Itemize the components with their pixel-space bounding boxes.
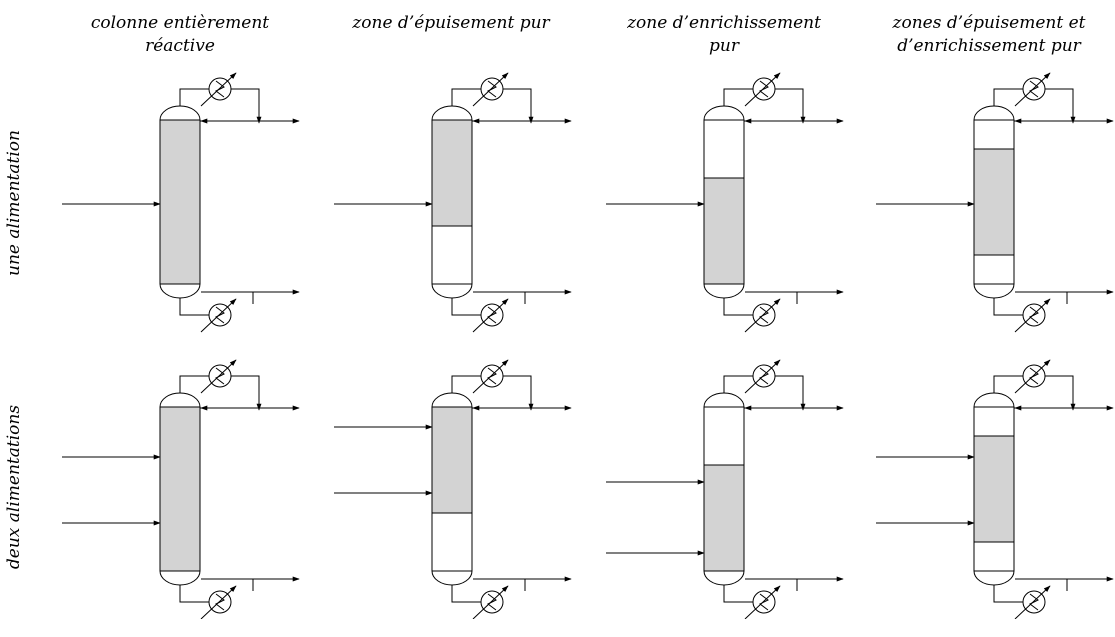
unit-r1-c1-reboiler-feed-line	[451, 585, 481, 603]
unit-r1-c3-reboiler-icon-coil	[1029, 593, 1039, 611]
unit-r0-c2-condensate-line	[775, 88, 806, 124]
unit-r1-c2-reboiler-feed-line	[723, 585, 753, 603]
unit-r1-c0-vapor-line	[179, 375, 209, 393]
unit-r1-c0-condenser-icon-flow-arrow	[200, 359, 237, 394]
unit-r0-c0-reboiler-feed-line	[179, 298, 209, 316]
unit-r1-c0-reboiler-icon-flow-arrow	[200, 585, 237, 619]
unit-r1-c2-reboiler-icon-flow-arrow	[744, 585, 781, 619]
unit-r0-c2-reboiler-feed-line	[723, 298, 753, 316]
unit-r0-c3-condenser-icon-flow-arrow	[1014, 72, 1051, 107]
reactive-distillation-diagram	[62, 72, 1114, 619]
unit-r0-c2-condenser-icon-coil	[759, 80, 769, 98]
unit-r1-c1-condenser-icon-coil	[487, 367, 497, 385]
unit-r1-c2-condenser-icon-coil	[759, 367, 769, 385]
unit-r0-c0-condensate-line	[231, 88, 262, 124]
unit-r0-c0-reboiler-icon-flow-arrow	[200, 298, 237, 333]
unit-r0-c2-reactive-zone	[704, 178, 744, 284]
unit-r1-c2-condensate-line	[775, 375, 806, 411]
unit-r1-c1-reboiler-icon-flow-arrow	[472, 585, 509, 619]
unit-r1-c3-condensate-line	[1045, 375, 1076, 411]
unit-r0-c2-reboiler-icon-flow-arrow	[744, 298, 781, 333]
unit-r0-c3-reactive-zone	[974, 149, 1014, 255]
unit-r1-c3-reactive-zone	[974, 436, 1014, 542]
unit-r1-c1-reactive-zone	[432, 407, 472, 513]
column-title-full-reactive: colonne entièrement réactive	[90, 13, 270, 56]
unit-r0-c2-condenser-icon-flow-arrow	[744, 72, 781, 107]
unit-r1-c1-vapor-line	[451, 375, 481, 393]
unit-r0-c1-condenser-icon-flow-arrow	[472, 72, 509, 107]
unit-r1-c3-reboiler-feed-line	[993, 585, 1023, 603]
unit-r1-c2-reactive-zone	[704, 465, 744, 571]
unit-r1-c1-condensate-line	[503, 375, 534, 411]
unit-r0-c3-vapor-line	[993, 88, 1023, 106]
unit-r1-c0-reboiler-feed-line	[179, 585, 209, 603]
unit-r0-c2-reboiler-icon-coil	[759, 306, 769, 324]
unit-r1-c0-reboiler-icon-coil	[215, 593, 225, 611]
unit-r0-c0-condenser-icon-flow-arrow	[200, 72, 237, 107]
unit-r0-c3-condenser-icon-coil	[1029, 80, 1039, 98]
unit-r0-c3-reboiler-icon-coil	[1029, 306, 1039, 324]
unit-r1-c0-reactive-zone	[160, 407, 200, 571]
unit-r1-c3-reboiler-icon-flow-arrow	[1014, 585, 1051, 619]
unit-r0-c1-reboiler-icon-flow-arrow	[472, 298, 509, 333]
unit-r0-c3-reboiler-icon-flow-arrow	[1014, 298, 1051, 333]
unit-r1-c1-condenser-icon-flow-arrow	[472, 359, 509, 394]
unit-r0-c0-reactive-zone	[160, 120, 200, 284]
unit-r0-c1-reboiler-icon-coil	[487, 306, 497, 324]
unit-r1-c0-condensate-line	[231, 375, 262, 411]
column-title-both-zones: zones d’épuisement et d’enrichissement p…	[892, 13, 1086, 56]
unit-r0-c1-vapor-line	[451, 88, 481, 106]
unit-r0-c3-condensate-line	[1045, 88, 1076, 124]
unit-r1-c0-condenser-icon-coil	[215, 367, 225, 385]
unit-r1-c1-reboiler-icon-coil	[487, 593, 497, 611]
unit-r0-c1-condensate-line	[503, 88, 534, 124]
unit-r1-c3-condenser-icon-flow-arrow	[1014, 359, 1051, 394]
unit-r1-c2-reboiler-icon-coil	[759, 593, 769, 611]
unit-r0-c1-condenser-icon-coil	[487, 80, 497, 98]
column-title-stripping: zone d’épuisement pur	[352, 13, 550, 33]
unit-r0-c1-reactive-zone	[432, 120, 472, 226]
unit-r0-c0-vapor-line	[179, 88, 209, 106]
unit-r1-c3-condenser-icon-coil	[1029, 367, 1039, 385]
unit-r1-c3-vapor-line	[993, 375, 1023, 393]
unit-r1-c2-vapor-line	[723, 375, 753, 393]
unit-r0-c2-vapor-line	[723, 88, 753, 106]
unit-r0-c3-reboiler-feed-line	[993, 298, 1023, 316]
column-title-rectifying: zone d’enrichissement pur	[627, 13, 821, 56]
unit-r0-c0-reboiler-icon-coil	[215, 306, 225, 324]
unit-r1-c2-condenser-icon-flow-arrow	[744, 359, 781, 394]
unit-r0-c0-condenser-icon-coil	[215, 80, 225, 98]
unit-r0-c1-reboiler-feed-line	[451, 298, 481, 316]
